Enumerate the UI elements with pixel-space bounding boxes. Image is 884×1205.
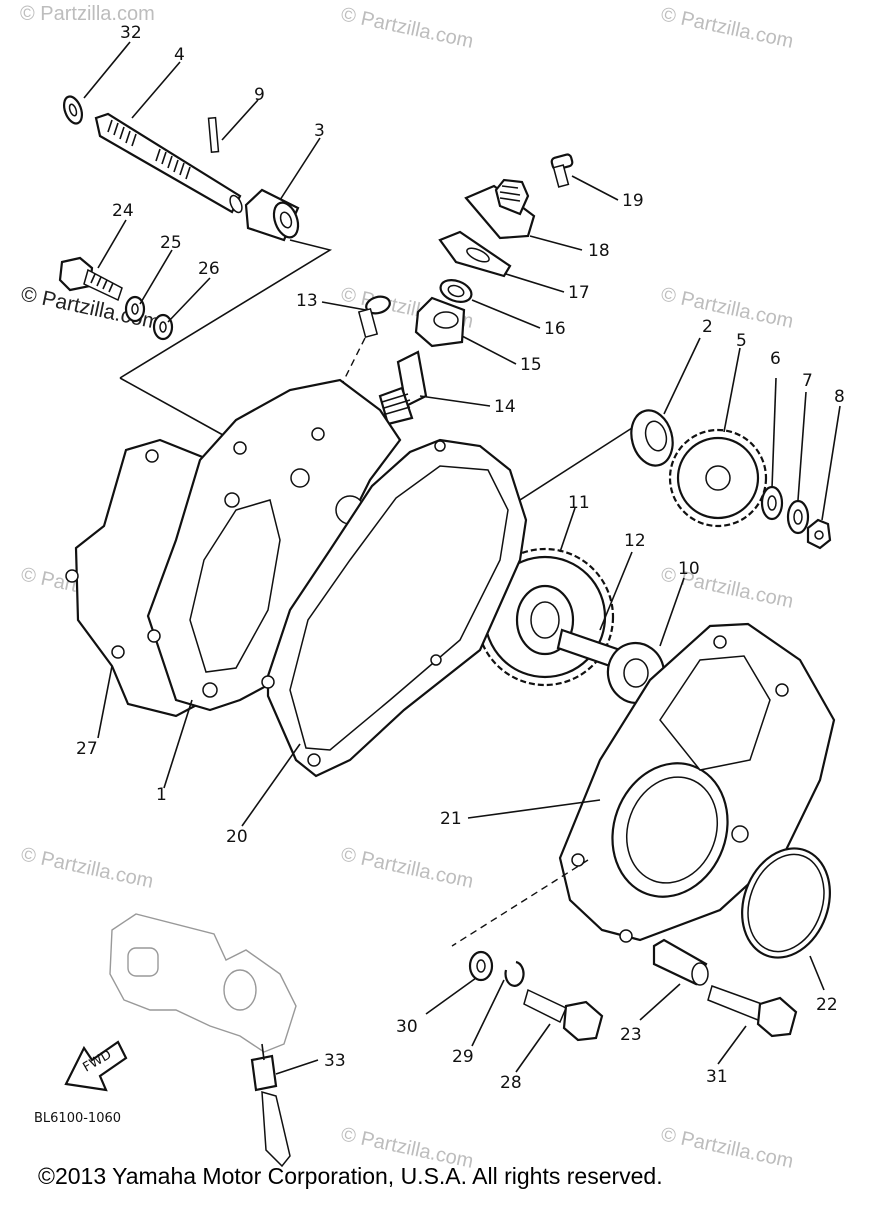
part-33-fitting (250, 1043, 291, 1168)
callout-18: 18 (588, 241, 610, 261)
callout-5: 5 (736, 331, 747, 351)
callout-1: 1 (156, 785, 167, 805)
assembly-line (119, 377, 233, 441)
part-25-washer (124, 295, 146, 323)
callout-24: 24 (112, 201, 134, 221)
watermark: © Partzilla.com (339, 843, 475, 893)
callout-2: 2 (702, 317, 713, 337)
part-9-pin (207, 116, 220, 154)
part-2-bearing (630, 409, 674, 467)
watermark: © Partzilla.com (20, 3, 155, 25)
part-29-lock-washer (504, 960, 525, 987)
part-24-bolt (58, 256, 123, 302)
callout-22: 22 (816, 995, 838, 1015)
part-30-washer (468, 950, 494, 982)
inset-housing-outline (109, 913, 297, 1053)
callout-labels: 32 4 9 3 24 25 26 19 18 17 13 16 15 14 2… (76, 23, 845, 1093)
part-28-bolt (523, 988, 604, 1042)
callout-14: 14 (494, 397, 516, 417)
part-31-bolt (707, 985, 798, 1038)
assembly-line (451, 859, 589, 947)
callout-29: 29 (452, 1047, 474, 1067)
callout-16: 16 (544, 319, 566, 339)
watermark: © Partzilla.com (659, 3, 795, 53)
callout-19: 19 (622, 191, 644, 211)
part-8-nut (806, 518, 832, 550)
part-18-flange-cap (464, 178, 536, 240)
callout-25: 25 (160, 233, 182, 253)
callout-8: 8 (834, 387, 845, 407)
part-1-housing (146, 378, 402, 712)
callout-3: 3 (314, 121, 325, 141)
callout-23: 23 (620, 1025, 642, 1045)
callout-10: 10 (678, 559, 700, 579)
callout-32: 32 (120, 23, 142, 43)
callout-12: 12 (624, 531, 646, 551)
callout-13: 13 (296, 291, 318, 311)
callout-9: 9 (254, 85, 265, 105)
part-26-washer (152, 313, 174, 341)
part-5-sprocket (668, 428, 768, 528)
copyright-notice: ©2013 Yamaha Motor Corporation, U.S.A. A… (38, 1163, 663, 1189)
callout-7: 7 (802, 371, 813, 391)
part-3-collar (244, 188, 300, 242)
part-23-dowel (652, 938, 709, 986)
callout-21: 21 (440, 809, 462, 829)
callout-31: 31 (706, 1067, 728, 1087)
part-16-seal (439, 279, 473, 303)
part-20-gasket (261, 438, 528, 778)
part-32-washer (62, 95, 84, 125)
part-22-o-ring (741, 847, 831, 959)
part-7-washer (786, 499, 810, 535)
watermark: © Partzilla.com (659, 1123, 795, 1173)
callout-28: 28 (500, 1073, 522, 1093)
watermark: © Partzilla.com (19, 843, 155, 893)
callout-11: 11 (568, 493, 590, 513)
fwd-arrow: FWD (64, 1040, 128, 1092)
part-15-bushing (414, 296, 466, 348)
callout-30: 30 (396, 1017, 418, 1037)
watermark: © Partzilla.com (659, 283, 795, 333)
callout-26: 26 (198, 259, 220, 279)
callout-17: 17 (568, 283, 590, 303)
assembly-line (119, 239, 333, 379)
callout-27: 27 (76, 739, 98, 759)
callout-33: 33 (324, 1051, 346, 1071)
part-17-gasket (438, 230, 512, 278)
part-19-screw (550, 153, 574, 188)
callout-6: 6 (770, 349, 781, 369)
part-14-drive-gear (378, 350, 428, 426)
callout-4: 4 (174, 45, 185, 65)
callout-15: 15 (520, 355, 542, 375)
diagram-code: BL6100-1060 (34, 1111, 121, 1126)
callout-20: 20 (226, 827, 248, 847)
part-4-shaft (94, 112, 243, 214)
leader-lines (83, 41, 841, 1075)
part-6-washer (760, 485, 784, 521)
watermark: © Partzilla.com (339, 3, 475, 53)
